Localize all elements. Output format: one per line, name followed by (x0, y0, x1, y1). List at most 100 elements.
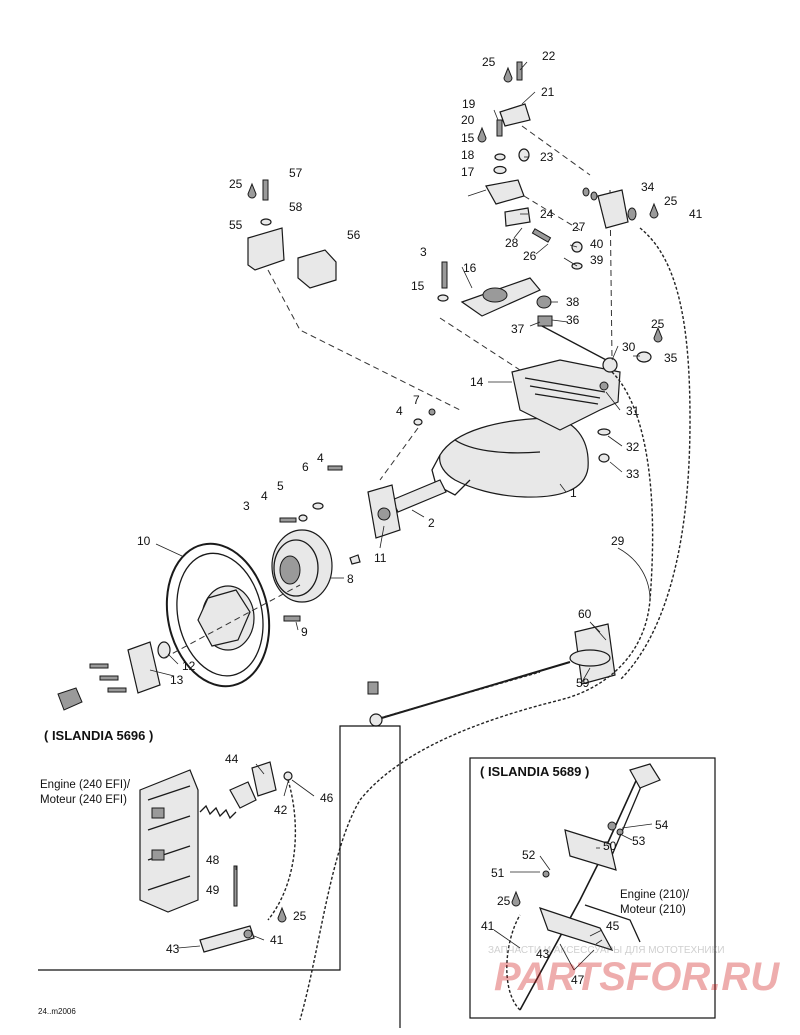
callout-31: 31 (626, 404, 640, 418)
callout-43: 43 (166, 942, 180, 956)
callout-46: 46 (320, 791, 334, 805)
hub-plate (127, 641, 161, 694)
alignment-lines (163, 125, 613, 659)
callout-39: 39 (590, 253, 604, 267)
throttle-linkage (519, 771, 641, 1011)
block-56 (297, 249, 337, 289)
support-bracket (511, 359, 621, 431)
callout-27: 27 (572, 220, 586, 234)
return-spring (199, 804, 237, 820)
upper-bracket (499, 103, 531, 127)
callout-41: 41 (481, 919, 495, 933)
callout-18: 18 (461, 148, 475, 162)
cable-clamp (199, 925, 255, 953)
callout-56: 56 (347, 228, 361, 242)
callout-28: 28 (505, 236, 519, 250)
callout-45: 45 (606, 919, 620, 933)
callout-2: 2 (428, 516, 435, 530)
engine-210-label: Engine (210)/ (620, 889, 690, 901)
inset-islandia-5696 (38, 725, 401, 1028)
callout-49: 49 (206, 883, 220, 897)
callout-3: 3 (243, 499, 250, 513)
callout-53: 53 (632, 834, 646, 848)
callout-7: 7 (413, 393, 420, 407)
callout-15: 15 (411, 279, 425, 293)
pivot-bracket (485, 179, 525, 205)
callout-35: 35 (664, 351, 678, 365)
callout-numbers: 25 22 21 19 20 15 18 23 17 34 25 41 57 2… (137, 49, 703, 987)
callout-12: 12 (182, 659, 196, 673)
callout-43: 43 (536, 947, 550, 961)
callout-25: 25 (293, 909, 307, 923)
callout-22: 22 (542, 49, 556, 63)
callout-51: 51 (491, 866, 505, 880)
callout-44: 44 (225, 752, 239, 766)
bolts-top (260, 61, 583, 309)
callout-8: 8 (347, 572, 354, 586)
callout-57: 57 (289, 166, 303, 180)
hub-screws (89, 663, 127, 693)
callout-11: 11 (374, 551, 387, 565)
steering-shaft (391, 479, 447, 513)
callout-4: 4 (396, 404, 403, 418)
callout-37: 37 (511, 322, 525, 336)
callout-41: 41 (270, 933, 284, 947)
callout-4: 4 (317, 451, 324, 465)
callout-1: 1 (570, 486, 577, 500)
callout-6: 6 (302, 460, 309, 474)
callout-26: 26 (523, 249, 537, 263)
callout-9: 9 (301, 625, 308, 639)
engine-240-label-fr: Moteur (240 EFI) (40, 794, 127, 806)
callout-23: 23 (540, 150, 554, 164)
callout-47: 47 (571, 973, 585, 987)
cover-ring (271, 529, 333, 603)
callout-13: 13 (170, 673, 184, 687)
callout-25: 25 (482, 55, 496, 69)
footer-code: 24..m2006 (38, 1007, 76, 1016)
callout-19: 19 (462, 97, 476, 111)
callout-20: 20 (461, 113, 475, 127)
section-title-islandia-5696: ( ISLANDIA 5696 ) (44, 728, 153, 743)
watermark: ЗАПЧАСТИ И АКСЕССУАРЫ ДЛЯ МОТОТЕХНИКИ PA… (488, 945, 780, 999)
bracket-55 (247, 227, 285, 271)
callout-60: 60 (578, 607, 592, 621)
callout-59: 59 (576, 676, 590, 690)
screws-middle (279, 408, 436, 622)
cable-rod (539, 324, 611, 363)
callout-50: 50 (603, 839, 617, 853)
callout-58: 58 (289, 200, 303, 214)
steering-wheel (165, 542, 271, 688)
callout-24: 24 (540, 207, 554, 221)
callout-55: 55 (229, 218, 243, 232)
callout-42: 42 (274, 803, 288, 817)
callout-40: 40 (590, 237, 604, 251)
leader-lines (149, 61, 653, 971)
linkage-bracket (539, 907, 614, 952)
steering-console (439, 417, 589, 498)
callout-32: 32 (626, 440, 640, 454)
callout-33: 33 (626, 467, 640, 481)
fastener-drops (247, 66, 663, 923)
watermark-tagline: ЗАПЧАСТИ И АКСЕССУАРЫ ДЛЯ МОТОТЕХНИКИ (488, 945, 725, 956)
callout-3: 3 (420, 245, 427, 259)
callout-25: 25 (497, 894, 511, 908)
callout-15: 15 (461, 131, 475, 145)
callout-38: 38 (566, 295, 580, 309)
throttle-bracket (597, 189, 629, 229)
callout-25: 25 (664, 194, 678, 208)
section-title-islandia-5689: ( ISLANDIA 5689 ) (480, 764, 589, 779)
callout-30: 30 (622, 340, 636, 354)
callout-25: 25 (229, 177, 243, 191)
callout-4: 4 (261, 489, 268, 503)
callout-54: 54 (655, 818, 669, 832)
watermark-logo: PARTSFOR.RU (494, 955, 780, 999)
callout-52: 52 (522, 848, 536, 862)
callout-21: 21 (541, 85, 555, 99)
callout-14: 14 (470, 375, 484, 389)
callout-17: 17 (461, 165, 475, 179)
callout-25: 25 (651, 317, 665, 331)
callout-48: 48 (206, 853, 220, 867)
part-drawings (57, 61, 691, 1021)
callout-29: 29 (611, 534, 625, 548)
